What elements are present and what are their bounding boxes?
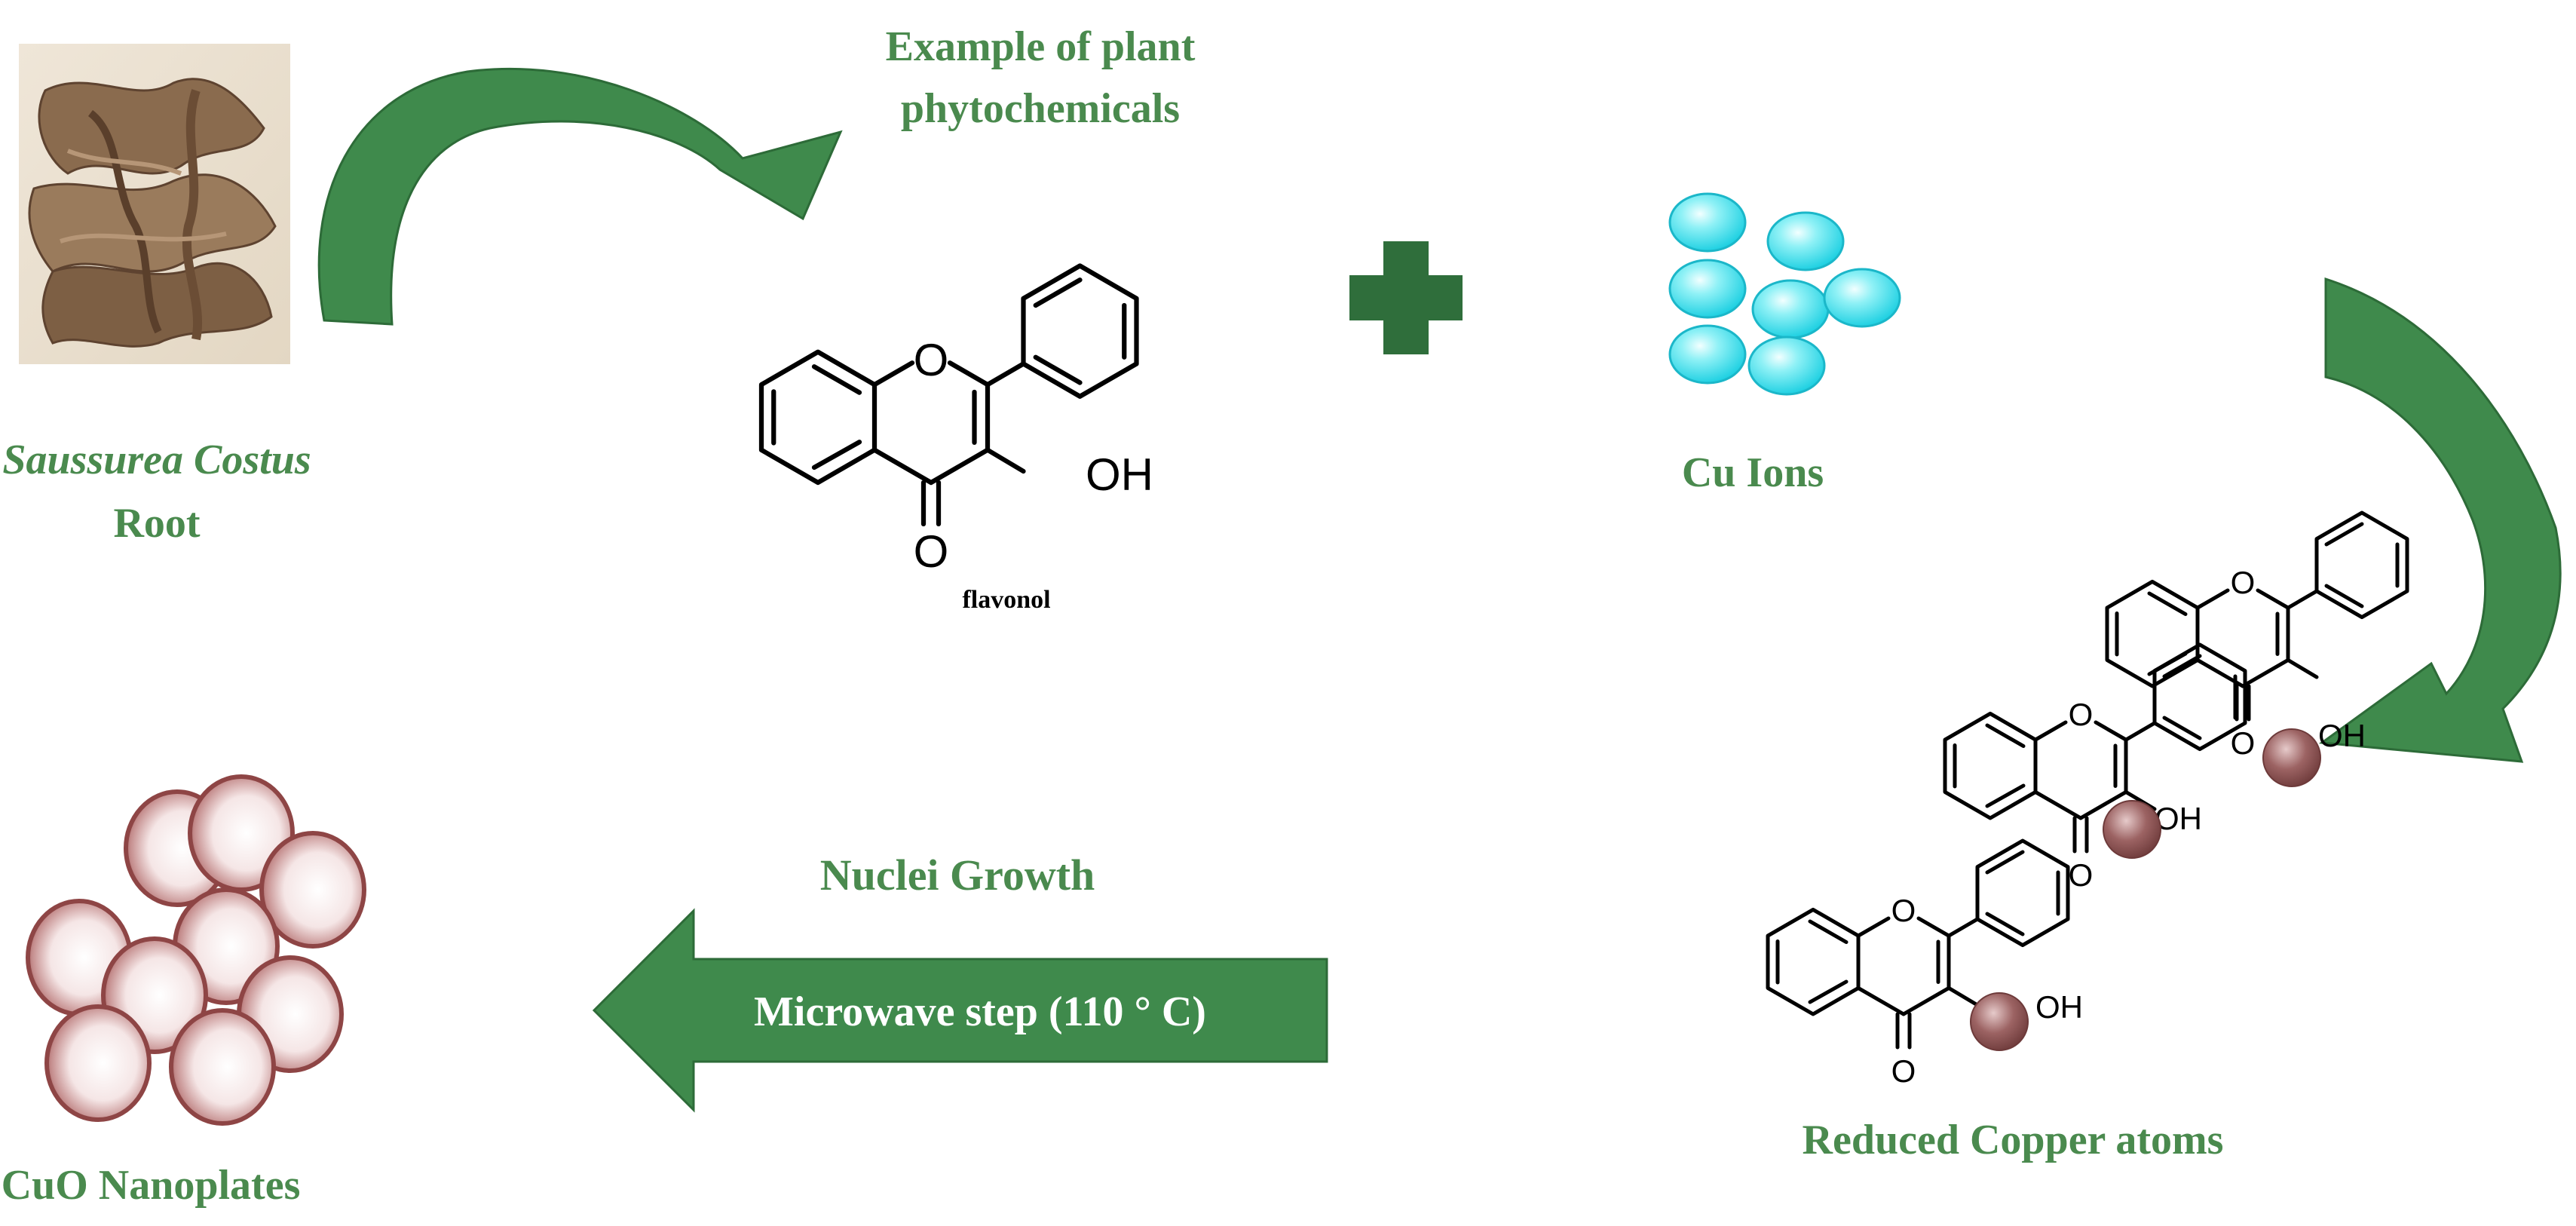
plus-sign xyxy=(1349,241,1463,354)
copper-atom xyxy=(2262,728,2321,787)
root-photo xyxy=(19,44,290,364)
complex1-oxygen: O xyxy=(2069,697,2094,732)
cuo-nanoplates-label: CuO Nanoplates xyxy=(2,1162,301,1209)
reduced-complex-3: O OH O xyxy=(1768,841,2083,1089)
complex2-carbonyl: O xyxy=(2231,725,2256,761)
complex2-oxygen: O xyxy=(2231,565,2256,600)
plant-part-label: Root xyxy=(113,500,200,547)
reduced-complex-1: O OH O xyxy=(1945,645,2245,893)
flavonol-structure: O OH O flavonol xyxy=(761,266,1153,614)
complex1-carbonyl: O xyxy=(2069,857,2094,893)
phytochem-label-line1: Example of plant xyxy=(886,23,1196,70)
copper-atom xyxy=(2103,800,2161,859)
copper-atom xyxy=(1970,992,2029,1051)
flavonol-caption: flavonol xyxy=(962,586,1050,614)
cuo-nanoplates-cluster xyxy=(26,774,366,1126)
carbonyl-oxygen-label: O xyxy=(914,526,949,577)
hydroxyl-label: OH xyxy=(1086,449,1153,500)
complex2-hydroxyl: OH xyxy=(2318,718,2366,753)
phytochem-label-line2: phytochemicals xyxy=(901,85,1180,132)
straight-arrow xyxy=(592,908,1328,1113)
reduced-copper-label: Reduced Copper atoms xyxy=(1803,1117,2224,1163)
complex3-hydroxyl: OH xyxy=(2035,989,2083,1025)
complex1-hydroxyl: OH xyxy=(2155,801,2202,836)
cu-ions-cluster xyxy=(1668,192,1901,396)
curved-arrow-top xyxy=(317,67,843,326)
complex3-oxygen: O xyxy=(1891,893,1916,928)
microwave-step-label: Microwave step (110 ° C) xyxy=(754,988,1206,1035)
ring-oxygen-label: O xyxy=(914,335,949,385)
cu-ions-label: Cu Ions xyxy=(1682,449,1824,496)
nuclei-growth-label: Nuclei Growth xyxy=(820,851,1095,900)
complex3-carbonyl: O xyxy=(1891,1053,1916,1089)
curved-arrow-right xyxy=(2318,277,2562,763)
plant-name-label: Saussurea Costus xyxy=(2,437,311,483)
reduced-complex-2: O OH O xyxy=(2107,513,2407,787)
